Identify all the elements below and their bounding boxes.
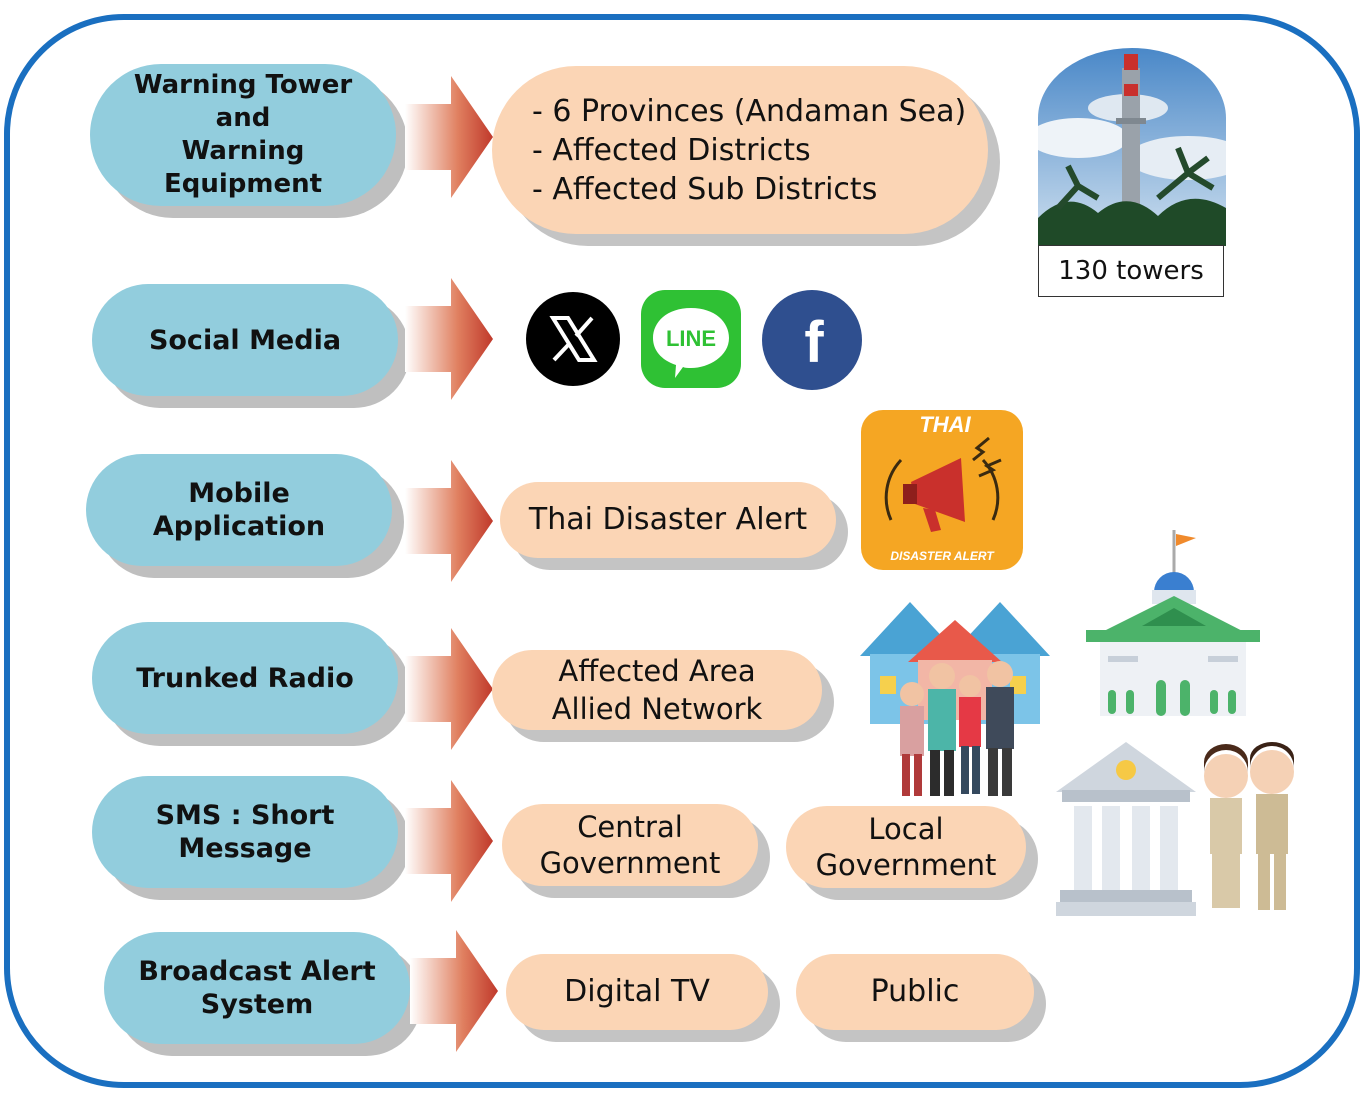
channel-warning-tower: Warning Tower and Warning Equipment: [90, 64, 396, 206]
channel-mobile-application: Mobile Application: [86, 454, 392, 566]
target-digital-tv: Digital TV: [506, 954, 768, 1030]
app-logo-top-text: THAI: [919, 412, 971, 437]
arrow-icon: [405, 278, 493, 400]
channel-social-media: Social Media: [92, 284, 398, 396]
government-building-icon: [1086, 530, 1260, 716]
facebook-icon: f: [762, 290, 862, 390]
target-central-government: Central Government: [502, 804, 758, 886]
line-icon: LINE: [641, 290, 741, 388]
arrow-icon: [405, 780, 493, 902]
channel-trunked-radio: Trunked Radio: [92, 622, 398, 734]
app-logo-bottom-text: DISASTER ALERT: [890, 549, 995, 563]
target-public: Public: [796, 954, 1034, 1030]
arrow-icon: [410, 930, 498, 1052]
target-thai-disaster-alert: Thai Disaster Alert: [500, 482, 836, 558]
target-affected-area: Affected Area Allied Network: [492, 650, 822, 730]
tower-count-label: 130 towers: [1038, 245, 1224, 297]
x-icon: [526, 292, 620, 386]
arrow-icon: [405, 628, 493, 750]
channel-broadcast-alert: Broadcast Alert System: [104, 932, 410, 1044]
channel-sms: SMS : Short Message: [92, 776, 398, 888]
arrow-icon: [405, 76, 493, 198]
community-people-icon: [860, 602, 1050, 796]
target-tower-areas: - 6 Provinces (Andaman Sea) - Affected D…: [492, 66, 988, 234]
warning-tower-image: [1038, 48, 1226, 246]
target-local-government: Local Government: [786, 806, 1026, 888]
line-logo-text: LINE: [666, 326, 716, 351]
thai-disaster-alert-logo: THAI DISASTER ALERT: [861, 410, 1023, 570]
arrow-icon: [405, 460, 493, 582]
local-government-building-icon: [1056, 742, 1196, 916]
facebook-logo-text: f: [804, 310, 824, 375]
government-officials-icon: [1204, 742, 1294, 910]
